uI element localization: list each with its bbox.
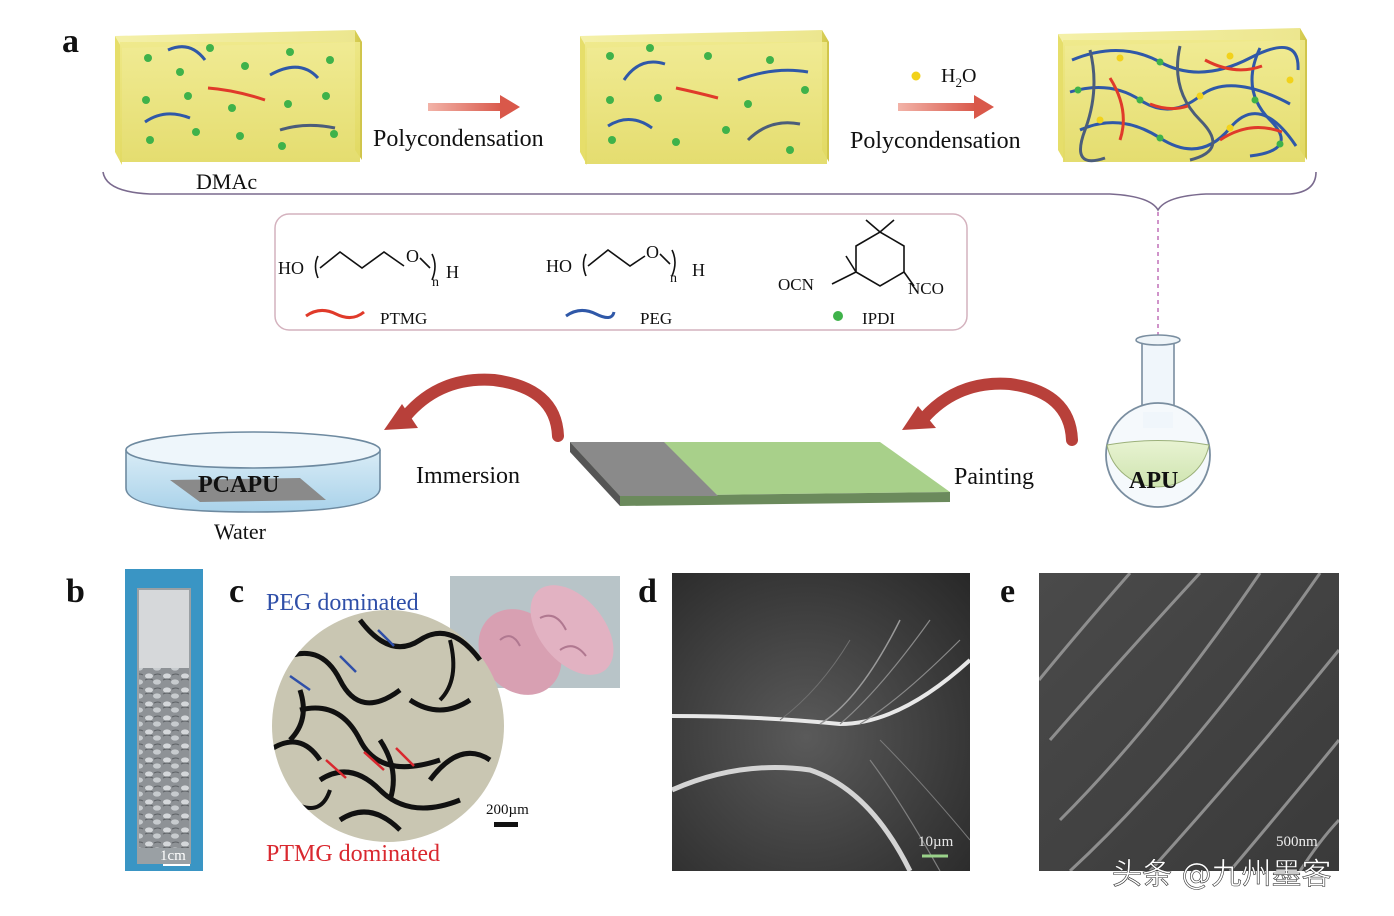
peg-chain	[607, 118, 653, 130]
peg-chain	[167, 45, 207, 61]
svg-text:O: O	[406, 246, 419, 266]
water-formula: H2O	[941, 65, 976, 90]
sem-image-e	[1039, 573, 1339, 871]
panel-e-scale: 500nm	[1276, 834, 1318, 850]
panel-d-scale: 10µm	[918, 834, 954, 850]
ptmg-chain	[675, 86, 719, 100]
monomer-legend: HO O n H PTMG HO O n H PEG	[274, 213, 968, 331]
finger-photo	[450, 576, 620, 695]
ptmg-arrows	[325, 747, 415, 779]
panel-b-letter: b	[66, 573, 85, 610]
petri-dish	[125, 431, 381, 513]
ptmg-legend-line	[305, 309, 365, 319]
peg-chain	[279, 123, 336, 132]
peg-chain	[622, 60, 666, 81]
svg-text:HO: HO	[278, 258, 304, 278]
svg-text:H: H	[692, 260, 705, 280]
crosslink-dots	[1074, 52, 1294, 148]
solvent-label: DMAc	[196, 169, 257, 194]
ipdi-dots	[142, 44, 338, 150]
panel-b-scale: 1cm	[160, 848, 186, 864]
panel-e-letter: e	[1000, 573, 1015, 610]
painting-arrow	[918, 377, 1078, 446]
panel-d-letter: d	[638, 573, 657, 610]
sample-photo	[125, 569, 203, 871]
watermark: 头条 @九州墨客	[1112, 857, 1332, 892]
reaction-box-1	[115, 30, 362, 165]
svg-text:n: n	[432, 275, 439, 290]
ptmg-chain	[207, 86, 266, 102]
ipdi-structure	[831, 219, 915, 287]
flask	[1105, 334, 1211, 508]
arrow-1	[428, 95, 520, 119]
ipdi-nco: NCO	[908, 279, 944, 298]
ipdi-legend-dot	[833, 311, 843, 321]
painting-label: Painting	[954, 464, 1034, 490]
peg-legend-line	[565, 309, 616, 319]
crosslinked-network	[1069, 45, 1300, 163]
panel-c-bottom-label: PTMG dominated	[266, 841, 440, 867]
ptmg-formula: HO O n H	[278, 246, 459, 290]
peg-legend-name: PEG	[640, 309, 672, 328]
dish-sub-label: Water	[214, 519, 267, 544]
painting-arrow-head	[902, 406, 936, 430]
ipdi-legend-name: IPDI	[862, 309, 895, 328]
ipdi-dots	[606, 44, 809, 154]
grouping-brace	[102, 171, 1317, 212]
peg-formula: HO O n H	[546, 242, 705, 286]
dish-label: PCAPU	[198, 472, 279, 498]
peg-arrows	[289, 629, 395, 692]
coated-substrate	[570, 442, 950, 506]
immersion-arrow	[400, 373, 564, 442]
step2-label: Polycondensation	[850, 128, 1021, 154]
svg-text:HO: HO	[546, 256, 572, 276]
immersion-label: Immersion	[416, 463, 520, 489]
arrow-2	[898, 95, 994, 119]
panel-c-scale: 200µm	[486, 802, 529, 818]
water-dot	[911, 71, 921, 81]
panel-a-letter: a	[62, 23, 79, 60]
panel-c-letter: c	[229, 573, 244, 610]
reaction-box-2	[580, 30, 829, 165]
micrograph-circle	[272, 610, 504, 842]
peg-chain	[269, 65, 320, 80]
flask-label: APU	[1129, 468, 1178, 494]
ptmg-legend-name: PTMG	[380, 309, 427, 328]
peg-chain	[144, 112, 191, 124]
svg-text:H: H	[446, 262, 459, 282]
step1-label: Polycondensation	[373, 126, 544, 152]
peg-chain	[746, 121, 801, 142]
svg-text:O: O	[646, 242, 659, 262]
svg-text:n: n	[670, 271, 677, 286]
sem-image-d	[672, 573, 970, 871]
immersion-arrow-head	[384, 404, 418, 430]
panel-c-scale-bar	[494, 822, 518, 827]
peg-chain	[737, 68, 809, 82]
ipdi-ocn: OCN	[778, 275, 814, 294]
reaction-box-3	[1058, 28, 1307, 163]
